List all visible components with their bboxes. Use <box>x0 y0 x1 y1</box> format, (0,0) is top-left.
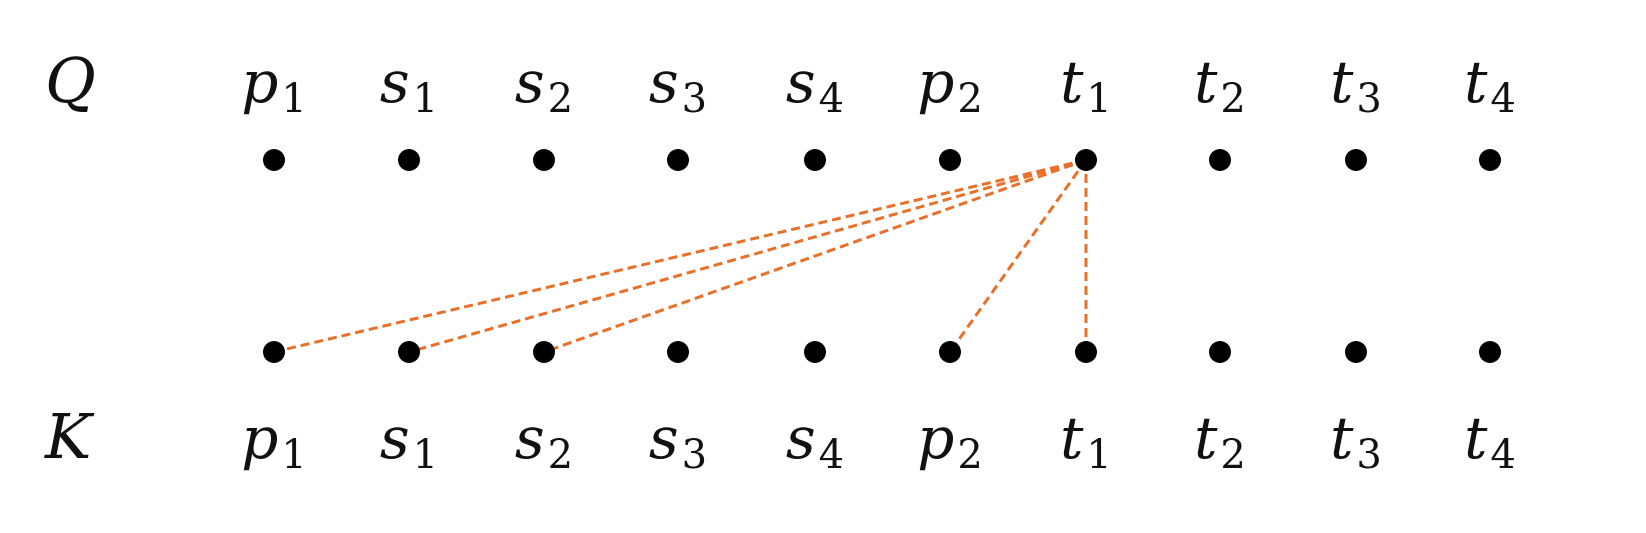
query-token-t2: t2 <box>1194 48 1246 122</box>
query-nodes <box>263 149 1501 171</box>
query-node-s1 <box>398 149 420 171</box>
query-node-s3 <box>667 149 689 171</box>
key-node-p2 <box>939 341 961 363</box>
connection-q-t1-to-k-s1 <box>408 158 1087 354</box>
key-token-t3: t3 <box>1330 404 1382 478</box>
query-node-t1 <box>1075 149 1097 171</box>
key-node-s3 <box>667 341 689 363</box>
key-token-s4: s4 <box>786 404 844 478</box>
connection-q-t1-to-k-p1 <box>273 158 1087 354</box>
key-node-t1 <box>1075 341 1097 363</box>
key-row-label: K <box>44 400 95 473</box>
query-token-t4: t4 <box>1464 48 1516 122</box>
key-node-p1 <box>263 341 285 363</box>
query-node-t2 <box>1209 149 1231 171</box>
key-nodes <box>263 341 1501 363</box>
query-token-s2: s2 <box>515 48 573 122</box>
key-token-t1: t1 <box>1060 404 1112 478</box>
connection-q-t1-to-k-p2 <box>948 159 1088 353</box>
key-node-s2 <box>533 341 555 363</box>
query-token-s4: s4 <box>786 48 844 122</box>
key-node-s4 <box>804 341 826 363</box>
key-token-s2: s2 <box>515 404 573 478</box>
key-token-t4: t4 <box>1464 404 1516 478</box>
query-row-label: Q <box>45 44 96 117</box>
key-node-s1 <box>398 341 420 363</box>
attention-connections <box>273 158 1088 354</box>
query-token-s1: s1 <box>380 48 438 122</box>
key-token-s3: s3 <box>649 404 707 478</box>
query-token-p1: p1 <box>241 48 307 122</box>
query-node-t3 <box>1345 149 1367 171</box>
key-token-s1: s1 <box>380 404 438 478</box>
key-token-p2: p2 <box>917 404 983 478</box>
query-token-t1: t1 <box>1060 48 1112 122</box>
query-node-s2 <box>533 149 555 171</box>
query-token-p2: p2 <box>917 48 983 122</box>
query-token-t3: t3 <box>1330 48 1382 122</box>
query-token-s3: s3 <box>649 48 707 122</box>
key-token-p1: p1 <box>241 404 307 478</box>
query-node-s4 <box>804 149 826 171</box>
query-node-p1 <box>263 149 285 171</box>
key-node-t4 <box>1479 341 1501 363</box>
key-token-t2: t2 <box>1194 404 1246 478</box>
query-node-t4 <box>1479 149 1501 171</box>
key-node-t2 <box>1209 341 1231 363</box>
key-token-labels: p1 s1 s2 s3 s4 p2 t1 t2 t3 t4 <box>241 404 1516 478</box>
key-node-t3 <box>1345 341 1367 363</box>
connection-q-t1-to-k-s2 <box>543 158 1087 354</box>
query-token-labels: p1 s1 s2 s3 s4 p2 t1 t2 t3 t4 <box>241 48 1516 122</box>
query-node-p2 <box>939 149 961 171</box>
